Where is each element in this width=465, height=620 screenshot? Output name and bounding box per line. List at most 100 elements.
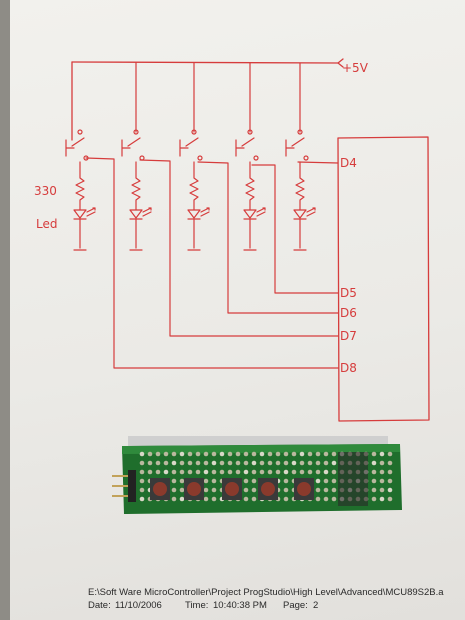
pcb-pad: [251, 451, 257, 457]
pcb-pad: [283, 460, 289, 466]
pcb-pad: [187, 469, 193, 475]
pcb-pad: [299, 451, 305, 457]
pcb-pad: [203, 478, 209, 484]
pushbutton-cap: [153, 482, 167, 496]
pcb-pad: [267, 451, 273, 457]
pcb-pad: [211, 451, 217, 457]
branch-1-symbols: [65, 129, 96, 251]
pcb-pad: [387, 487, 393, 493]
pcb-pad: [283, 496, 289, 502]
pcb-pad: [259, 451, 265, 457]
pin-label-d7: D7: [340, 329, 357, 343]
pcb-pad: [283, 469, 289, 475]
led-label: Led: [36, 217, 57, 231]
pcb-pad: [243, 496, 249, 502]
pcb-pad: [291, 451, 297, 457]
pcb-pad: [139, 451, 145, 457]
pcb-pad: [371, 487, 377, 493]
pcb-pad: [283, 487, 289, 493]
pcb-pad: [243, 478, 249, 484]
pcb-pad: [387, 451, 393, 457]
pcb-pad: [307, 451, 313, 457]
pcb-pad: [315, 478, 321, 484]
pcb-pad: [251, 487, 257, 493]
pcb-pad: [331, 478, 337, 484]
branch-2-symbols: [121, 62, 152, 251]
pcb-pad: [259, 460, 265, 466]
pcb-pad: [331, 487, 337, 493]
pcb-pad: [323, 487, 329, 493]
pcb-pad: [251, 496, 257, 502]
pcb-pad: [379, 460, 385, 466]
footer-page-label: Page:: [283, 600, 308, 611]
pcb-pushbutton-2: [184, 478, 204, 500]
pcb-pad: [155, 469, 161, 475]
pcb-pad: [163, 460, 169, 466]
pcb-pushbutton-3: [222, 478, 242, 500]
pushbutton-row: [150, 478, 314, 500]
branch-5-symbols: [285, 62, 316, 251]
pcb-pad: [315, 451, 321, 457]
pcb-pad: [315, 487, 321, 493]
pcb-pad: [139, 460, 145, 466]
pushbutton-cap: [187, 482, 201, 496]
pcb-pad: [139, 496, 145, 502]
pcb-pad: [331, 451, 337, 457]
pcb-pad: [323, 469, 329, 475]
pcb-pad: [379, 451, 385, 457]
pcb-pad: [371, 460, 377, 466]
branch-3-symbols: [179, 62, 210, 251]
pcb-pad: [251, 478, 257, 484]
pcb-pad: [283, 451, 289, 457]
pcb-pad: [387, 469, 393, 475]
pcb-pad: [187, 451, 193, 457]
pcb-pad: [147, 469, 153, 475]
pcb-pad: [155, 451, 161, 457]
mcu-block: [337, 136, 430, 422]
footer-path: E:\Soft Ware MicroController\Project Pro…: [88, 587, 444, 598]
supply-label: +5V: [342, 61, 369, 75]
pin-label-d8: D8: [340, 361, 357, 375]
pcb-pad: [203, 487, 209, 493]
pin-label-d6: D6: [340, 306, 357, 320]
pcb-pushbutton-4: [258, 478, 278, 500]
schematic-wires: [71, 58, 430, 422]
footer-date-value: 11/10/2006: [115, 600, 162, 611]
pcb-pad: [171, 469, 177, 475]
pcb-pad: [171, 496, 177, 502]
header-pins: [112, 475, 130, 497]
switch-led-branches: [65, 62, 316, 251]
footer-meta: Date: 11/10/2006 Time: 10:40:38 PM Page:…: [88, 600, 318, 611]
pcb-pad: [235, 451, 241, 457]
footer-time-label: Time:: [185, 600, 208, 611]
pcb-pad: [251, 460, 257, 466]
branch-1: [65, 129, 96, 251]
pcb-pad: [171, 460, 177, 466]
pcb-pushbutton-1: [150, 478, 170, 500]
pcb-pad: [307, 469, 313, 475]
pcb-pad: [299, 469, 305, 475]
pcb-pad: [235, 469, 241, 475]
branch-3: [179, 62, 210, 251]
pcb-pad: [371, 496, 377, 502]
pcb-pad: [139, 478, 145, 484]
pcb-pad: [323, 496, 329, 502]
board-edge-glare: [128, 436, 388, 446]
pcb-pad: [211, 478, 217, 484]
pcb-pad: [147, 460, 153, 466]
pcb-pad: [275, 451, 281, 457]
footer-date-label: Date:: [88, 600, 111, 611]
pcb-pad: [195, 469, 201, 475]
pcb-pad: [219, 451, 225, 457]
pcb-pad: [275, 469, 281, 475]
pcb-pad: [219, 469, 225, 475]
pcb-pad: [203, 460, 209, 466]
pcb-pad: [171, 451, 177, 457]
pcb-pad: [371, 469, 377, 475]
pcb-pad: [291, 460, 297, 466]
pcb-pad: [379, 478, 385, 484]
branch-4: [235, 62, 266, 251]
pcb-pad: [211, 496, 217, 502]
branch-5: [285, 62, 316, 251]
